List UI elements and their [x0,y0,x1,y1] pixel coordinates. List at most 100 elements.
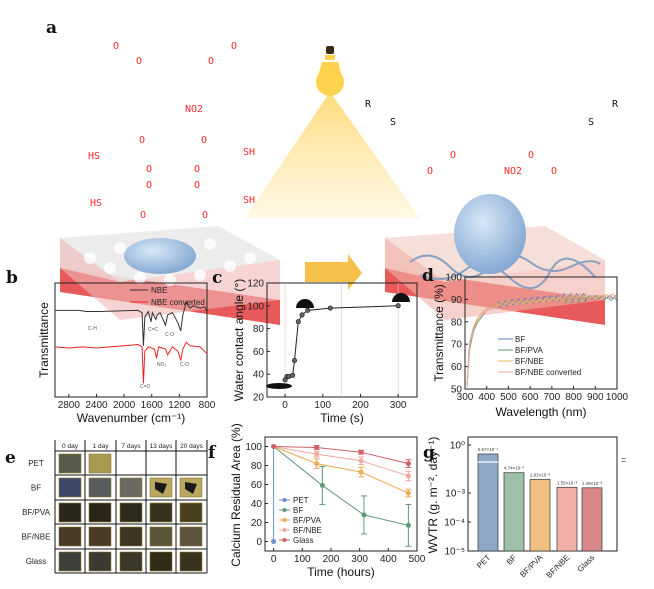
chem-group-label: O [136,56,142,67]
series-line [273,446,409,465]
legend-marker [282,528,287,532]
bar-glass [581,487,603,552]
plot-frame [264,436,418,552]
series-line [273,446,409,494]
data-point [327,305,333,311]
data-point [314,461,320,467]
data-point [314,444,320,450]
x-tick-label: 300 [390,400,407,411]
chem-group-label: O [140,210,146,221]
sample-photo [58,502,82,523]
sample-photo [88,551,112,572]
spectrum-line-nbe [55,301,208,346]
y-tick-label: 10⁻⁵ [444,547,465,558]
chem-group-label: NO2 [504,166,522,177]
legend-label: BF/NBE [293,526,322,535]
sample-photo [58,477,82,498]
data-point [405,490,411,496]
bar-value-label: 4.74×10⁻³ [504,466,525,471]
x-tick-label: 2400 [85,400,108,411]
bar-bf [503,472,525,552]
axis-break-mark: = [621,455,626,465]
arrow-icon [305,254,362,290]
x-tick-label: 2000 [113,400,136,411]
bar-value-label: 2.83×10⁻³ [530,472,551,477]
bar-bf-nbe [556,486,578,552]
panel-label-e: e [5,448,16,468]
y-tick-label: 20 [251,518,263,529]
data-point [305,307,311,313]
chem-group-label: O [139,135,145,146]
x-tick-label: 600 [522,392,539,403]
y-tick-label: 100 [247,301,264,312]
legend-label: BF [293,506,303,515]
panel-label-d: d [422,266,434,286]
x-tick-label: 0 [282,400,288,411]
data-point [405,473,411,479]
data-point [358,469,364,475]
sample-photo [88,477,112,498]
x-tick-label: 200 [352,400,369,411]
chem-group-label: O [208,56,214,67]
sample-photo [119,526,143,547]
series-line [273,446,409,526]
droplet-round-icon [392,293,410,302]
y-tick-label: 100 [445,273,462,284]
legend-label: NBE [151,286,167,295]
sample-photo [179,551,203,572]
legend-label: PET [293,496,309,505]
x-tick-label: 2800 [58,400,81,411]
plot-frame [266,282,418,398]
y-tick-label: 20 [253,393,265,404]
chem-group-label: O [551,166,557,177]
chem-group-label: SH [243,147,255,158]
x-tick-label: 200 [323,554,340,565]
data-point [358,458,364,464]
data-point [271,444,277,449]
legend-marker [282,538,287,542]
data-point [271,539,277,544]
x-tick-label: 100 [314,400,331,411]
y-tick-label: 70 [451,340,463,351]
x-tick-label: BF/NBE [545,553,572,580]
chem-group-label: SH [243,195,255,206]
x-axis-title: Wavenumber (cm⁻¹) [77,411,186,425]
spectrum-line [466,292,617,385]
chem-group-label: S [390,117,396,128]
data-point [405,522,411,528]
x-tick-label: 300 [457,392,474,403]
degraded-area [185,482,197,494]
chem-group-label: O [146,164,152,175]
y-tick-label: 80 [451,317,463,328]
legend-label: BF/PVA [293,516,322,525]
data-point [290,372,296,378]
sample-photo [179,502,203,523]
chem-group-label: O [146,180,152,191]
y-tick-label: 80 [251,461,263,472]
chem-group-label: O [427,166,433,177]
data-point [299,312,305,318]
y-tick-label: 80 [253,324,265,335]
sample-photo [149,551,173,572]
legend-label: NBE converted [151,298,205,307]
y-axis-title: Transmittance (%) [432,284,446,382]
x-tick-label: 400 [380,554,397,565]
x-tick-label: 300 [351,554,368,565]
water-droplet-flat [124,238,196,274]
x-tick-label: 1000 [606,392,629,403]
row-label: PET [28,459,44,468]
bar-value-label: 5.57×10⁻¹ [478,447,499,452]
x-tick-label: 0 [271,554,277,565]
legend-marker [282,518,287,522]
y-tick-label: 90 [451,295,463,306]
peak-annotation: C=O [140,384,151,390]
x-tick-label: 700 [544,392,561,403]
chem-group-label: S [588,117,594,128]
